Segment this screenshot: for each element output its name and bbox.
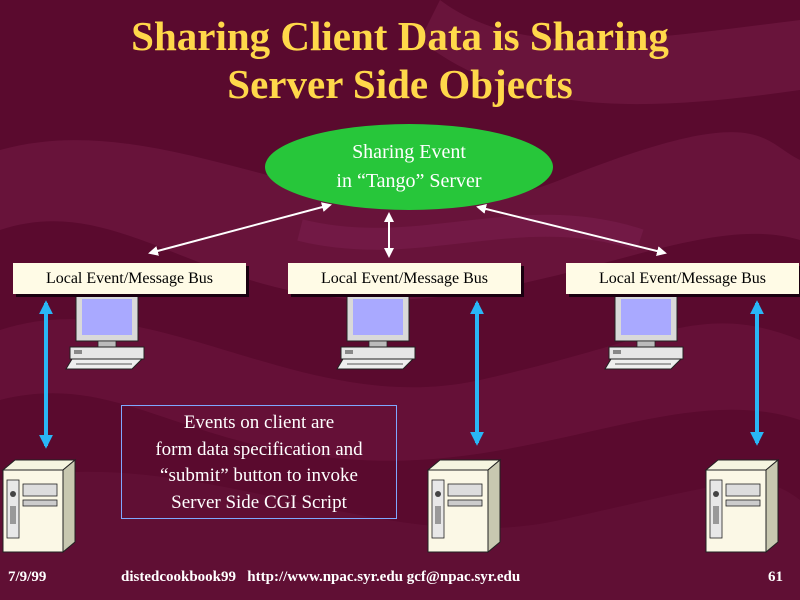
title-line-1: Sharing Client Data is Sharing — [131, 13, 669, 59]
footer-center-text: distedcookbook99 http://www.npac.syr.edu… — [121, 569, 521, 585]
link-arrow-right — [476, 204, 667, 256]
note-line-3: “submit” button to invoke — [160, 465, 358, 486]
footer-page-number: 61 — [768, 569, 783, 585]
server-label-line-1: Sharing Event — [352, 141, 466, 163]
desktop-computer-icon — [336, 294, 416, 370]
desktop-computer-icon — [604, 294, 684, 370]
tango-server-ellipse: Sharing Event in “Tango” Server — [265, 124, 553, 210]
link-arrow-left — [148, 202, 332, 256]
footer-date: 7/9/99 — [8, 569, 47, 585]
server-label-line-2: in “Tango” Server — [336, 170, 482, 192]
local-bus-box-3: Local Event/Message Bus — [566, 263, 799, 294]
server-tower-icon — [704, 458, 780, 554]
note-line-2: form data specification and — [155, 438, 363, 460]
local-bus-label: Local Event/Message Bus — [598, 270, 767, 287]
server-tower-icon — [1, 458, 77, 554]
server-tower-icon — [426, 458, 502, 554]
client-events-note: Events on client are form data specifica… — [121, 405, 397, 519]
note-line-1: Events on client are — [183, 412, 335, 433]
desktop-computer-icon — [65, 294, 145, 370]
local-bus-box-1: Local Event/Message Bus — [13, 263, 246, 294]
local-bus-label: Local Event/Message Bus — [320, 270, 489, 287]
title-line-2: Server Side Objects — [227, 61, 573, 107]
slide-title: Sharing Client Data is Sharing Server Si… — [0, 12, 800, 108]
note-line-4: Server Side CGI Script — [171, 491, 347, 513]
local-bus-box-2: Local Event/Message Bus — [288, 263, 521, 294]
local-bus-label: Local Event/Message Bus — [45, 270, 214, 287]
